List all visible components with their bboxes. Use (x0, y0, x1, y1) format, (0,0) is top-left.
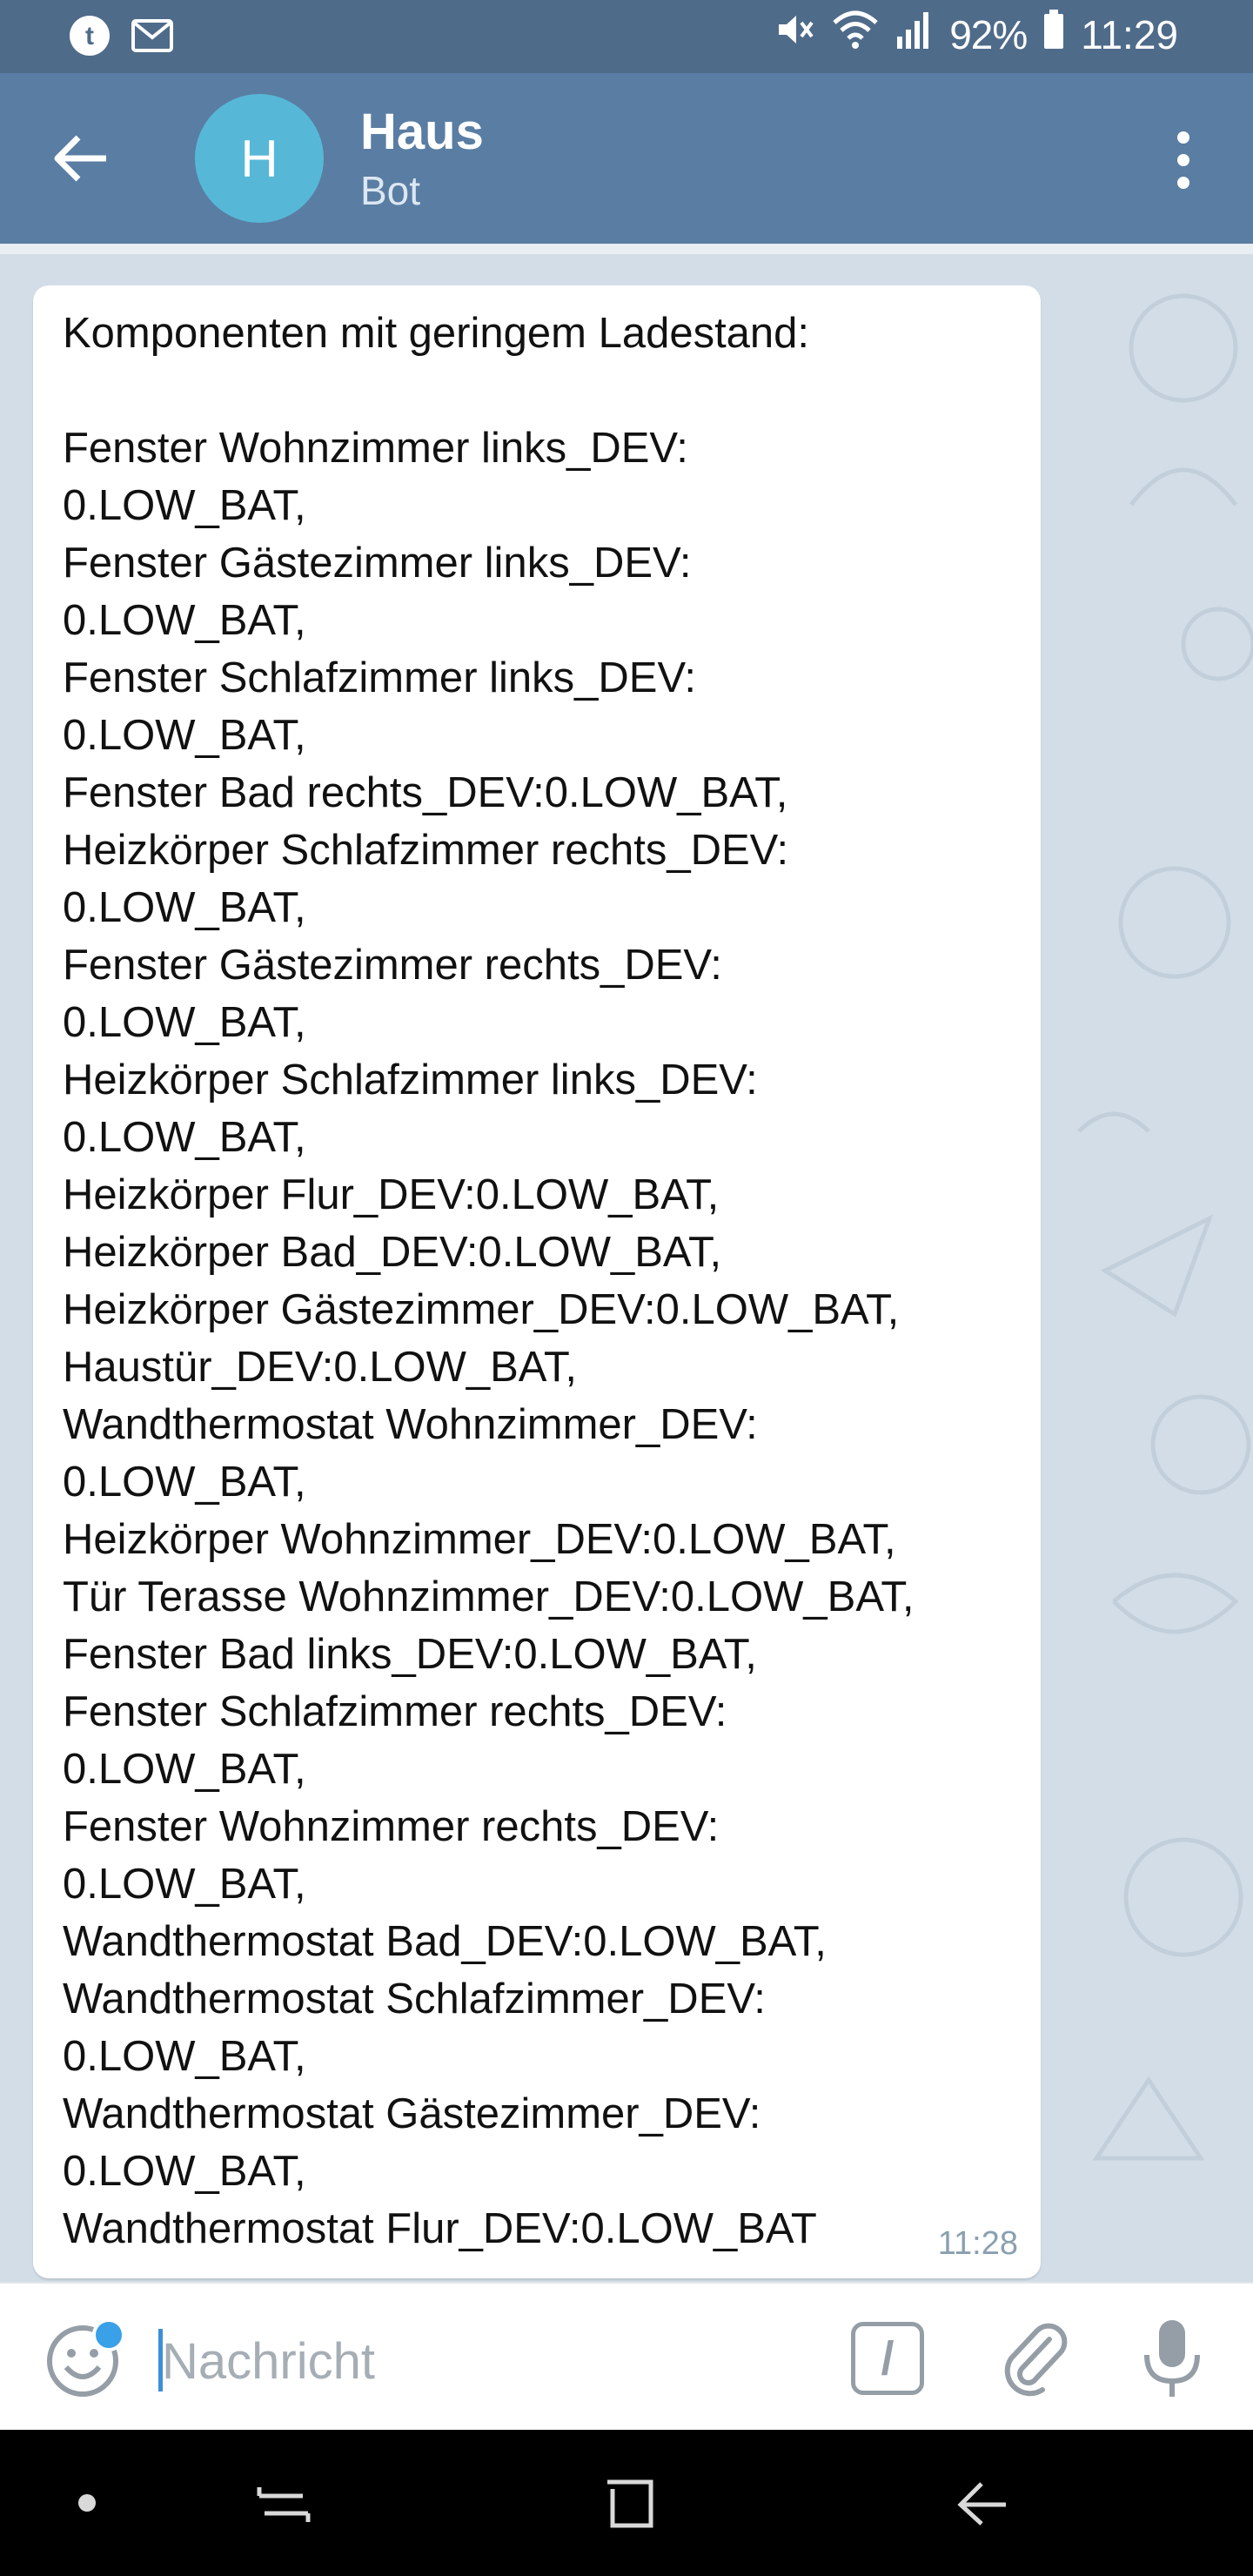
notification-dot (92, 2318, 125, 2351)
message-text: Komponenten mit geringem Ladestand: Fens… (63, 310, 915, 2252)
avatar[interactable]: H (195, 94, 324, 223)
status-bar: t 92% 11:29 (0, 0, 1253, 73)
text-cursor (158, 2329, 163, 2392)
microphone-button[interactable] (1140, 2317, 1204, 2400)
more-options-button[interactable] (1149, 125, 1218, 195)
back-button[interactable] (50, 131, 113, 186)
tumblr-icon: t (68, 14, 111, 62)
chat-header: H Haus Bot (0, 73, 1253, 244)
battery-percent: 92% (949, 11, 1028, 57)
command-icon: / (881, 2332, 895, 2385)
bot-command-button[interactable]: / (851, 2322, 924, 2395)
svg-text:t: t (85, 22, 94, 50)
chat-background-pattern (1077, 293, 1253, 2161)
dot (1177, 131, 1189, 144)
battery-icon (1042, 9, 1065, 60)
mail-icon (131, 18, 174, 57)
home-icon (607, 2479, 653, 2528)
message-time: 11:28 (937, 2225, 1018, 2262)
home-button[interactable] (600, 2473, 661, 2534)
back-icon (957, 2482, 1006, 2526)
dot-icon[interactable] (78, 2494, 96, 2512)
recent-apps-button[interactable] (252, 2473, 313, 2534)
system-navigation-bar (0, 2430, 1253, 2576)
attach-button[interactable] (995, 2318, 1074, 2397)
microphone-icon (1144, 2320, 1200, 2397)
message-bubble[interactable]: Komponenten mit geringem Ladestand: Fens… (33, 285, 1041, 2278)
clock: 11:29 (1081, 11, 1178, 57)
emoji-button[interactable] (45, 2324, 120, 2398)
message-list[interactable]: Komponenten mit geringem Ladestand: Fens… (0, 244, 1253, 2282)
attach-icon (1004, 2323, 1068, 2397)
message-composer: / (0, 2282, 1253, 2430)
chat-subtitle: Bot (360, 168, 421, 213)
mute-icon (774, 9, 815, 60)
recent-apps-icon (257, 2487, 311, 2522)
emoji-icon (47, 2325, 118, 2397)
wifi-icon (831, 9, 880, 60)
chat-title[interactable]: Haus (360, 104, 484, 160)
header-divider (0, 244, 1253, 254)
signal-icon (895, 9, 934, 60)
dot (1177, 154, 1189, 166)
dot (1177, 177, 1189, 189)
arrow-left-icon (54, 135, 106, 182)
back-nav-button[interactable] (950, 2473, 1011, 2534)
message-input[interactable] (162, 2322, 771, 2400)
